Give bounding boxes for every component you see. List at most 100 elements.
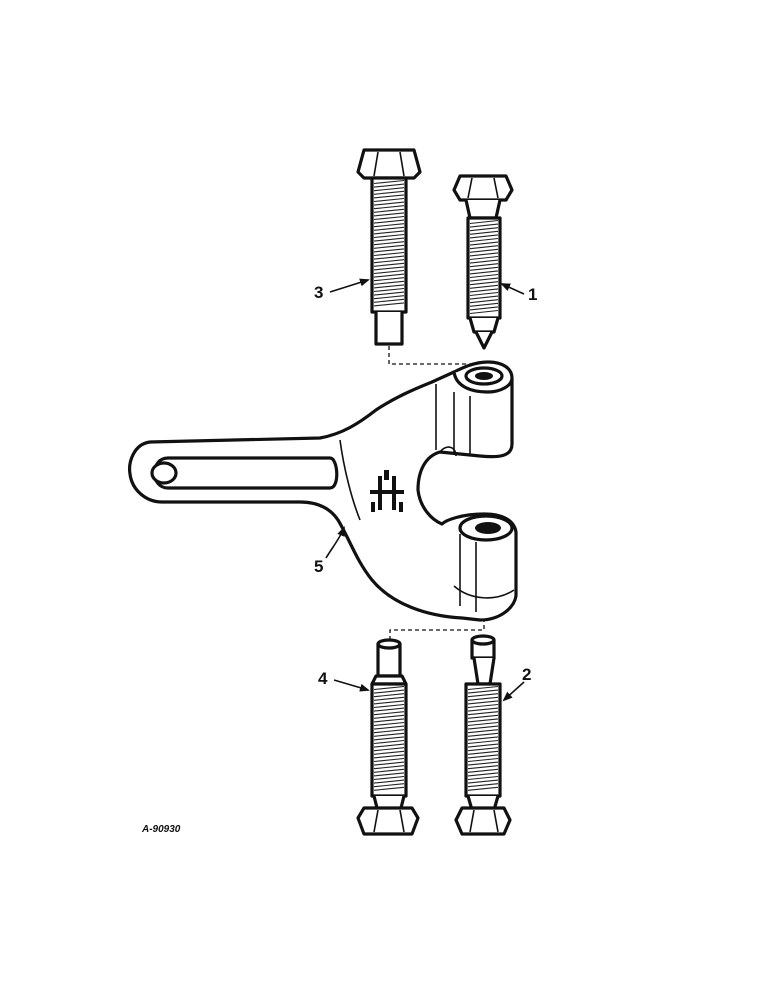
thread-line [467,754,499,759]
alignment-line-top [388,346,485,372]
thread-line [373,269,405,275]
thread-line [373,718,405,723]
thread-line [373,190,405,195]
thread-line [373,187,405,192]
thread-line [469,281,499,286]
thread-line [469,299,499,304]
thread-line [467,685,499,691]
thread-line [373,273,405,278]
thread-line [373,685,405,691]
thread-line [373,219,405,224]
thread-line [467,721,499,727]
thread-line [373,729,405,734]
thread-line [373,736,405,741]
thread-line [373,237,405,242]
thread-line [469,291,499,297]
thread-line [373,262,405,267]
thread-line [373,248,405,253]
thread-line [373,212,405,217]
thread-line [373,284,405,289]
thread-line [373,757,405,763]
thread-line [373,233,405,239]
thread-line [467,732,499,737]
thread-line [469,223,499,228]
thread-line [373,277,405,282]
thread-line [373,714,405,719]
thread-line [467,779,499,784]
thread-line [467,718,499,723]
thread-line [469,302,499,307]
bolt-part-2 [454,634,512,836]
thread-line [467,696,499,701]
thread-line [469,263,499,268]
callout-part-3: 3 [314,283,323,302]
thread-line [373,266,405,271]
thread-line [373,223,405,228]
thread-line [373,775,405,781]
thread-line [373,693,405,698]
thread-line [467,725,499,730]
thread-line [469,234,499,239]
thread-line [467,768,499,773]
callout-part-1: 1 [528,285,537,304]
leader-part-2 [502,681,525,702]
thread-line [467,747,499,752]
thread-line [373,179,405,185]
thread-line [467,750,499,755]
thread-line [373,226,405,231]
callout-part-5: 5 [314,557,323,576]
thread-line [469,245,499,250]
thread-line [373,761,405,766]
thread-line [467,761,499,766]
thread-line [469,219,499,225]
bolt-part-4 [356,638,420,836]
thread-line [373,230,405,235]
thread-line [469,284,499,289]
thread-line [469,270,499,275]
thread-line [373,703,405,709]
thread-line [373,295,405,300]
thread-line [373,743,405,748]
thread-line [373,700,405,705]
thread-line [467,714,499,719]
frame-part-5 [128,360,518,622]
thread-line [469,241,499,246]
thread-line [373,779,405,784]
thread-line [373,194,405,199]
ih-logo-emblem [370,470,404,512]
thread-line [373,707,405,712]
thread-line [373,302,405,307]
thread-line [467,729,499,734]
thread-line [469,248,499,253]
callout-part-4: 4 [318,669,328,688]
thread-line [373,251,405,257]
thread-line [373,721,405,727]
thread-line [373,197,405,203]
bolt-part-3 [356,148,422,346]
thread-line [467,736,499,741]
thread-line [373,765,405,770]
thread-line [373,259,405,264]
thread-line [373,772,405,777]
thread-line [373,768,405,773]
thread-line [373,183,405,188]
thread-line [469,259,499,264]
thread-line [467,739,499,745]
thread-line [373,754,405,759]
thread-line [469,277,499,282]
thread-line [467,765,499,770]
leader-part-3 [329,278,370,293]
thread-line [373,783,405,788]
thread-line [373,725,405,730]
thread-line [467,707,499,712]
thread-line [373,747,405,752]
thread-line [373,201,405,206]
thread-line [467,783,499,788]
thread-line [373,287,405,293]
figure-id: A-90930 [141,824,181,835]
leader-part-4 [333,679,370,692]
thread-line [373,215,405,221]
bolt-part-1 [452,174,514,350]
thread-line [469,252,499,257]
